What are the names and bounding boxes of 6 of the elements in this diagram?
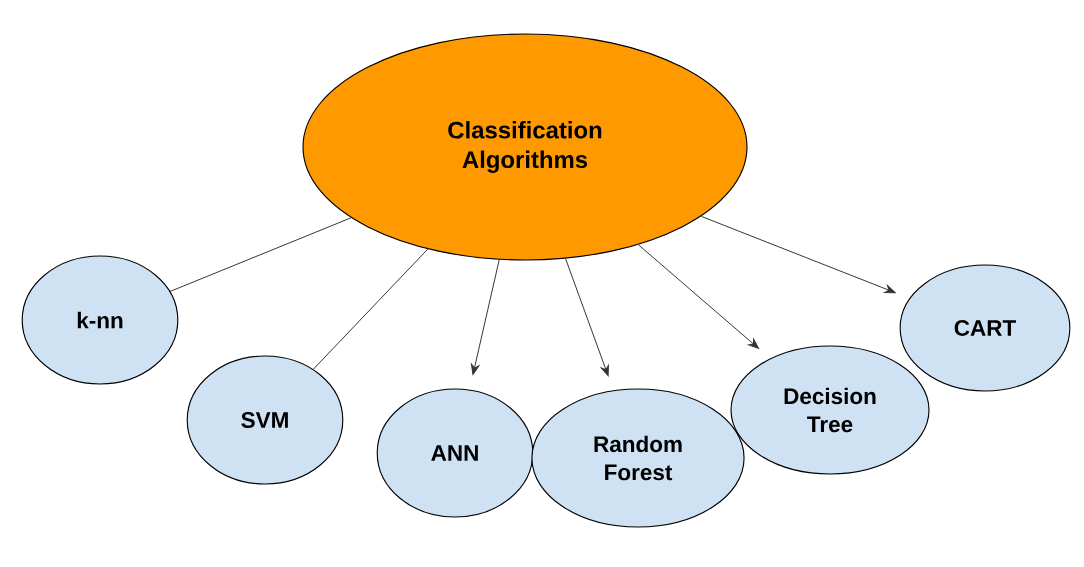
arrow	[700, 215, 896, 294]
connector-line	[312, 248, 429, 370]
connector-line	[169, 217, 352, 292]
arrow	[637, 244, 759, 349]
arrow	[470, 259, 500, 375]
arrow	[565, 258, 609, 377]
